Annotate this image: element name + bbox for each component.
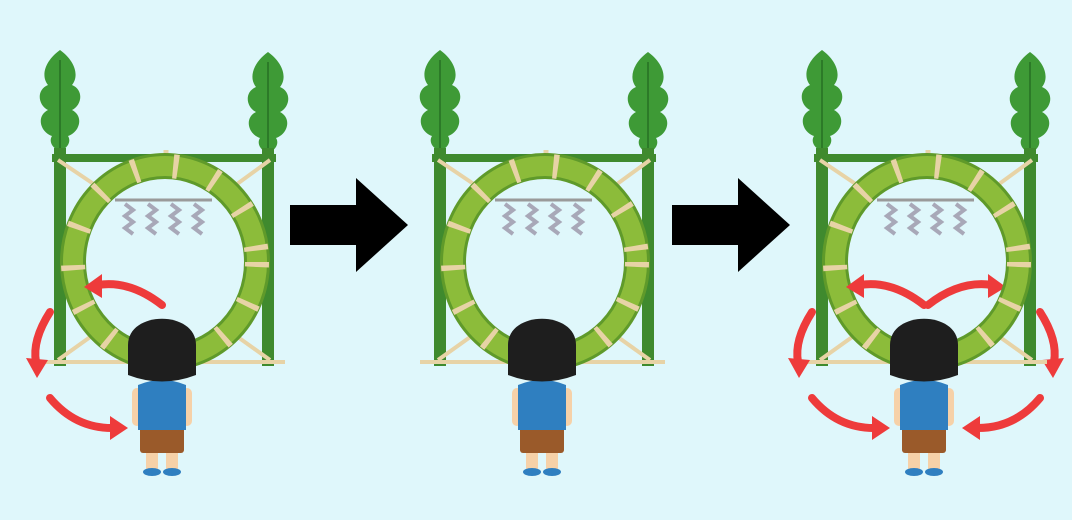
chinowa-kuguri-diagram xyxy=(22,37,1068,489)
